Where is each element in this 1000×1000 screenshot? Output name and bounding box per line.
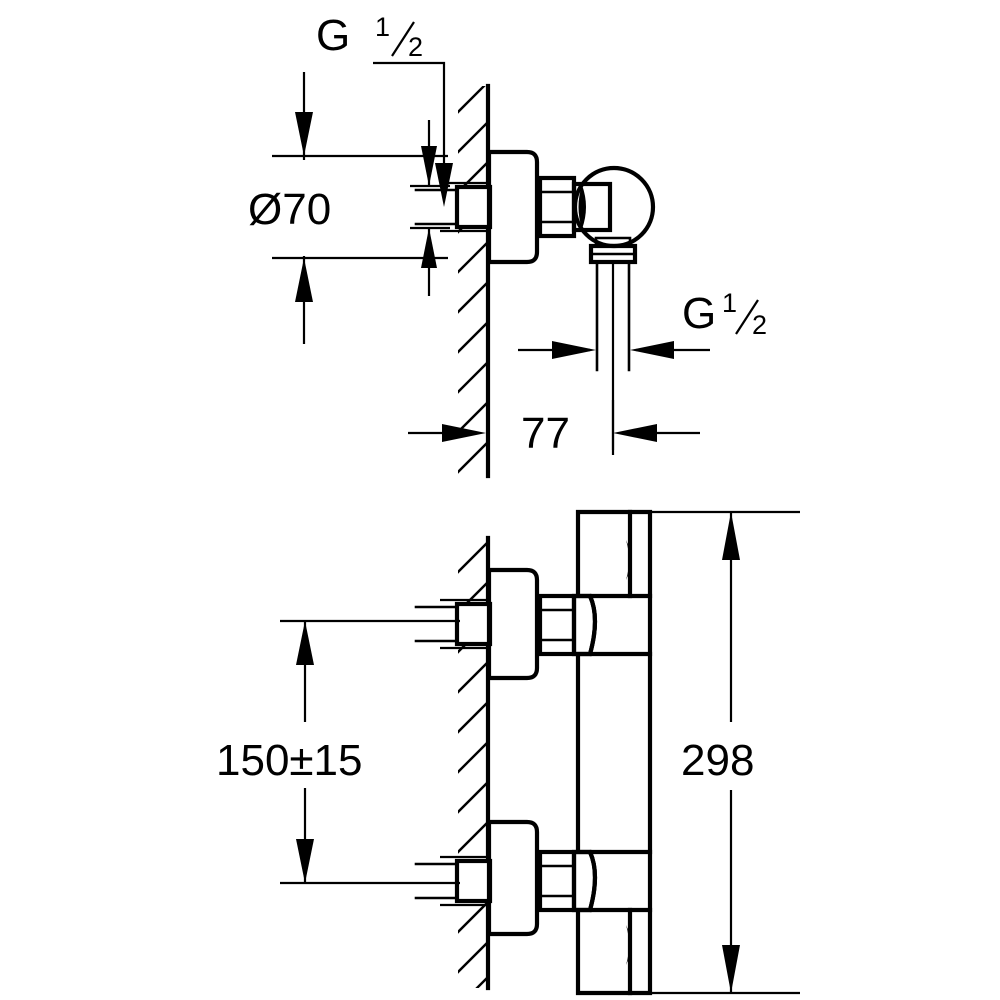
dim-thread-top-label: G — [316, 11, 350, 60]
dim-thread-top-numerator: 1 — [375, 12, 390, 42]
side-view-top — [414, 83, 656, 479]
mixer-body-outline — [575, 509, 653, 996]
wall-hatching-bottom — [458, 540, 488, 988]
front-view-bottom — [414, 509, 653, 996]
dim-thread-top-denominator: 2 — [408, 32, 423, 62]
dim-298 — [650, 510, 800, 995]
inlet-nipple-top — [414, 181, 493, 233]
dim-150 — [280, 619, 460, 885]
dim-diameter-label: Ø70 — [248, 185, 331, 234]
hex-nut-top — [537, 175, 577, 239]
inlet-assembly-upper — [414, 567, 598, 681]
dim-150-label: 150±15 — [216, 736, 363, 785]
inlet-assembly-lower — [414, 819, 598, 937]
handle-crescent-upper — [626, 540, 631, 580]
dim-77-label: 77 — [521, 409, 570, 458]
dim-298-label: 298 — [681, 736, 754, 785]
handle-crescent-lower — [626, 925, 631, 965]
escutcheon-top — [486, 149, 540, 265]
dim-77 — [408, 400, 700, 455]
dim-thread-outlet-arrows — [518, 341, 710, 359]
dim-thread-outlet-slash — [735, 299, 759, 335]
dim-thread-outlet-denominator: 2 — [752, 310, 767, 340]
dim-thread-outlet-numerator: 1 — [722, 288, 737, 318]
handle-knob-top — [572, 165, 656, 249]
dim-thread-outlet-label: G — [682, 289, 716, 338]
dim-thread-top-slash — [391, 21, 415, 57]
handle-shadow-top — [578, 185, 586, 229]
wall-hatching-top — [458, 86, 488, 474]
dim-diameter-70 — [272, 72, 450, 344]
